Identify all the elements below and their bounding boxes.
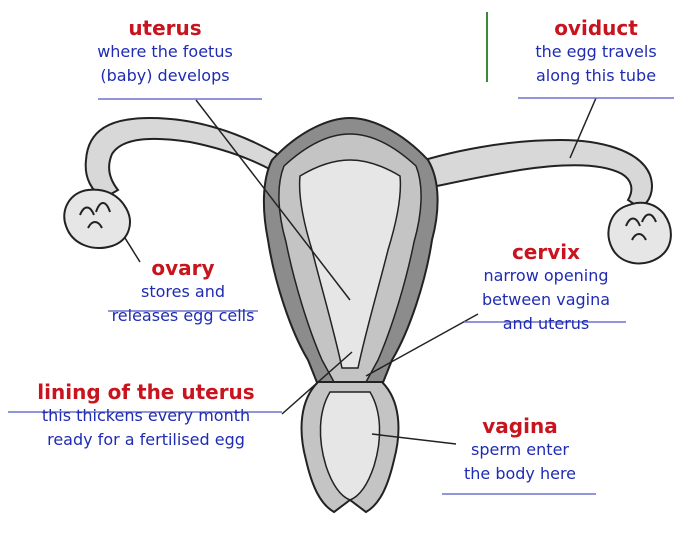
oviduct-desc-line1: the egg travels xyxy=(512,40,680,64)
oviduct-title: oviduct xyxy=(512,16,680,40)
oviduct-desc-line2: along this tube xyxy=(512,64,680,88)
ovary-desc-line2: releases egg cells xyxy=(98,304,268,328)
uterus-desc-line2: (baby) develops xyxy=(60,64,270,88)
left-ovary xyxy=(64,190,130,248)
cervix-desc-line2: between vagina xyxy=(458,288,634,312)
vagina-desc-line1: sperm enter xyxy=(436,438,604,462)
vagina-desc-line2: the body here xyxy=(436,462,604,486)
cervix-label: cervix narrow opening between vagina and… xyxy=(458,240,634,336)
lining-title: lining of the uterus xyxy=(4,380,288,404)
oviduct-label: oviduct the egg travels along this tube xyxy=(512,16,680,88)
cervix-desc-line3: and uterus xyxy=(458,312,634,336)
uterus-label: uterus where the foetus (baby) develops xyxy=(60,16,270,88)
ovary-label: ovary stores and releases egg cells xyxy=(98,256,268,328)
lining-label: lining of the uterus this thickens every… xyxy=(4,380,288,452)
lining-desc-line2: ready for a fertilised egg xyxy=(4,428,288,452)
ovary-desc-line1: stores and xyxy=(98,280,268,304)
vagina-title: vagina xyxy=(436,414,604,438)
cervix-desc-line1: narrow opening xyxy=(458,264,634,288)
cervix-title: cervix xyxy=(458,240,634,264)
uterus-desc-line1: where the foetus xyxy=(60,40,270,64)
lining-desc-line1: this thickens every month xyxy=(4,404,288,428)
ovary-title: ovary xyxy=(98,256,268,280)
uterus-title: uterus xyxy=(60,16,270,40)
vagina-label: vagina sperm enter the body here xyxy=(436,414,604,486)
